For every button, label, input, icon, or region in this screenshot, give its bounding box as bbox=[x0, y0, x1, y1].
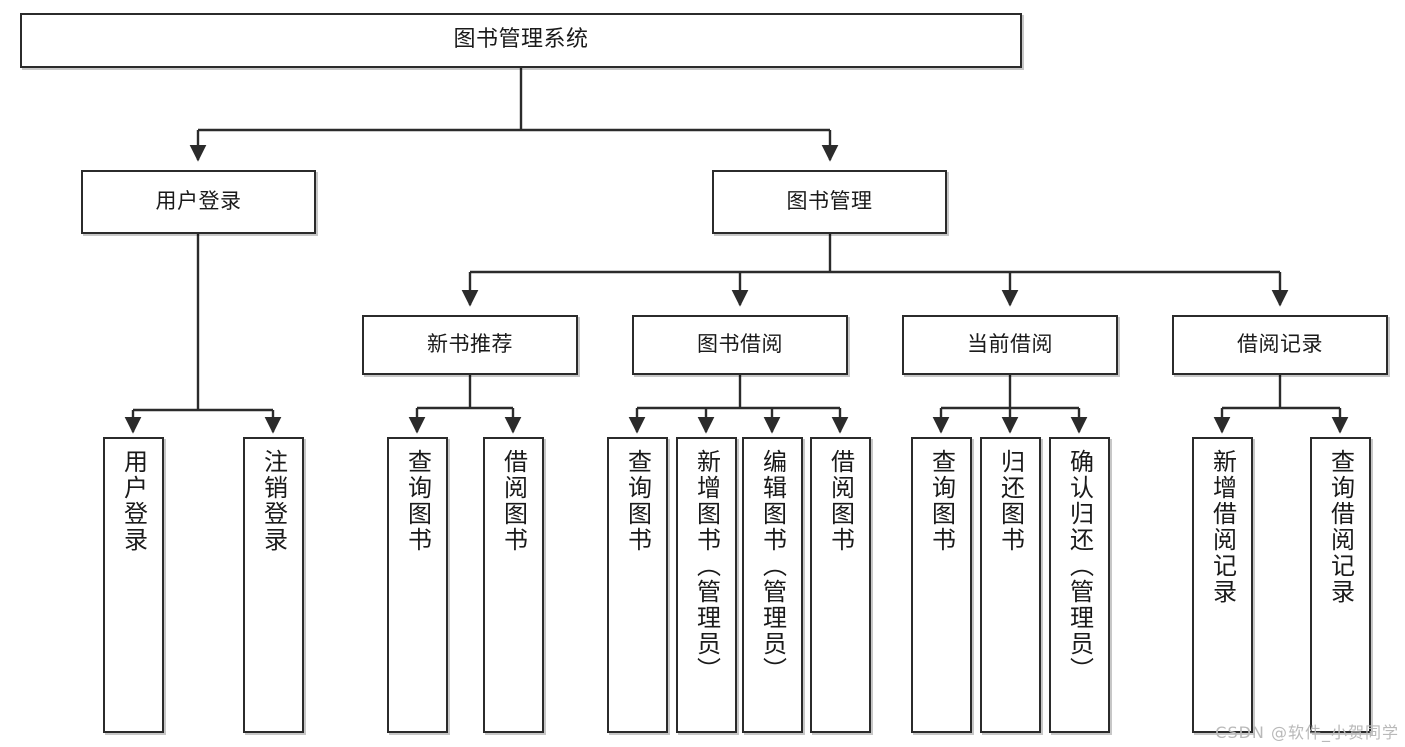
node-label: 查询图书 bbox=[403, 449, 432, 553]
leaf-book-borrow-query[interactable]: 查询图书 bbox=[607, 437, 668, 733]
node-label: 图书管理系统 bbox=[453, 27, 589, 53]
node-label: 新增图书（管理员） bbox=[692, 449, 721, 683]
leaf-current-borrow-query[interactable]: 查询图书 bbox=[911, 437, 972, 733]
watermark-text: CSDN @软件_小贺同学 bbox=[1215, 723, 1399, 742]
node-new-book-recommend[interactable]: 新书推荐 bbox=[362, 315, 578, 375]
leaf-book-borrow-add[interactable]: 新增图书（管理员） bbox=[676, 437, 737, 733]
node-label: 新增借阅记录 bbox=[1208, 449, 1237, 605]
node-label: 注销登录 bbox=[259, 449, 288, 553]
leaf-user-login-login[interactable]: 用户登录 bbox=[103, 437, 164, 733]
leaf-user-login-logout[interactable]: 注销登录 bbox=[243, 437, 304, 733]
node-label: 当前借阅 bbox=[967, 332, 1053, 357]
node-book-management[interactable]: 图书管理 bbox=[712, 170, 947, 234]
leaf-book-borrow-edit[interactable]: 编辑图书（管理员） bbox=[742, 437, 803, 733]
node-current-borrow[interactable]: 当前借阅 bbox=[902, 315, 1118, 375]
node-label: 新书推荐 bbox=[427, 332, 513, 357]
leaf-new-book-borrow[interactable]: 借阅图书 bbox=[483, 437, 544, 733]
node-borrow-record[interactable]: 借阅记录 bbox=[1172, 315, 1388, 375]
leaf-current-borrow-confirm-return[interactable]: 确认归还（管理员） bbox=[1049, 437, 1110, 733]
node-label: 查询借阅记录 bbox=[1326, 449, 1355, 605]
node-label: 用户登录 bbox=[155, 189, 242, 214]
node-root-system[interactable]: 图书管理系统 bbox=[20, 13, 1022, 68]
node-book-borrow[interactable]: 图书借阅 bbox=[632, 315, 848, 375]
node-label: 用户登录 bbox=[119, 449, 148, 553]
node-label: 图书借阅 bbox=[697, 332, 783, 357]
node-user-login[interactable]: 用户登录 bbox=[81, 170, 316, 234]
node-label: 借阅图书 bbox=[826, 449, 855, 553]
node-label: 查询图书 bbox=[927, 449, 956, 553]
node-label: 图书管理 bbox=[786, 189, 873, 214]
node-label: 查询图书 bbox=[623, 449, 652, 553]
leaf-borrow-record-add[interactable]: 新增借阅记录 bbox=[1192, 437, 1253, 733]
node-label: 归还图书 bbox=[996, 449, 1025, 553]
leaf-current-borrow-return[interactable]: 归还图书 bbox=[980, 437, 1041, 733]
node-label: 借阅图书 bbox=[499, 449, 528, 553]
node-label: 确认归还（管理员） bbox=[1065, 449, 1094, 683]
node-label: 编辑图书（管理员） bbox=[758, 449, 787, 683]
leaf-borrow-record-query[interactable]: 查询借阅记录 bbox=[1310, 437, 1371, 733]
leaf-book-borrow-borrow[interactable]: 借阅图书 bbox=[810, 437, 871, 733]
node-label: 借阅记录 bbox=[1237, 332, 1323, 357]
leaf-new-book-query[interactable]: 查询图书 bbox=[387, 437, 448, 733]
